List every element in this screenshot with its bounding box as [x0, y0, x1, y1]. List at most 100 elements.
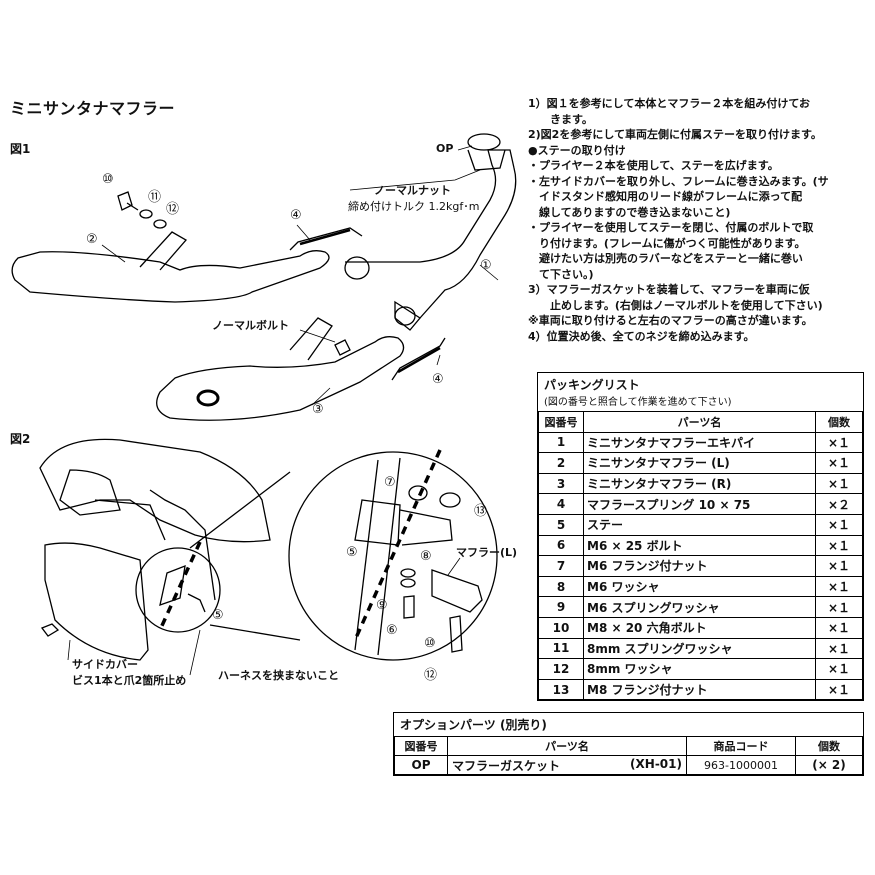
- cell-qty: ×１: [815, 678, 863, 701]
- cell-name: 8mm ワッシャ: [583, 658, 816, 680]
- cell-no: 9: [538, 596, 584, 618]
- cell-name: M6 × 25 ボルト: [583, 534, 816, 557]
- column-header: 商品コード: [686, 736, 796, 756]
- muffler-l-drawing: [11, 250, 330, 303]
- cell-no: 10: [538, 616, 584, 639]
- part-number: ⑩: [424, 636, 436, 651]
- option-table: 図番号 パーツ名 商品コード 個数 OP マフラーガスケット (XH-01) 9…: [394, 736, 863, 775]
- cell-no: 8: [538, 575, 584, 598]
- cell-no: 6: [538, 534, 584, 557]
- fig1-label: 図1: [10, 142, 31, 156]
- part-number: ⑫: [166, 202, 180, 217]
- instruction-line: 3）マフラーガスケットを装着して、マフラーを車両に仮: [528, 283, 810, 296]
- part-number: ⑤: [212, 608, 224, 623]
- part-number: ⑦: [384, 475, 396, 490]
- part-number: ⑫: [424, 668, 438, 683]
- column-header: 個数: [795, 736, 863, 756]
- cell-name: M6 スプリングワッシャ: [583, 596, 816, 618]
- cell-name: M6 ワッシャ: [583, 575, 816, 598]
- bolt-10-drawing: [117, 191, 133, 211]
- instruction-line: ・プライヤーを使用してステーを閉じ、付属のボルトで取: [528, 221, 814, 234]
- cell-no: 1: [538, 431, 584, 454]
- table-header-row: 図番号 パーツ名 商品コード 個数: [394, 736, 863, 756]
- cell-name: 8mm スプリングワッシャ: [583, 637, 816, 660]
- instruction-line: ●ステーの取り付け: [528, 143, 626, 157]
- part-number: ①: [480, 258, 492, 273]
- cell-name: ステー: [583, 513, 816, 536]
- instruction-line: イドスタンド感知用のリード線がフレームに添って配: [528, 190, 803, 203]
- instruction-line: ※車両に取り付けると左右のマフラーの高さが違います。: [528, 314, 813, 327]
- cell-qty: ×１: [815, 575, 863, 598]
- table-header-row: 図番号 パーツ名 個数: [538, 411, 863, 433]
- instruction-line: 1）図１を参考にして本体とマフラー２本を組み付けてお: [528, 97, 810, 110]
- cell-name: M6 フランジ付ナット: [583, 555, 816, 577]
- muffler-r-drawing: [156, 336, 405, 421]
- cell-qty: ×１: [815, 555, 863, 577]
- instruction-line: きます。: [528, 112, 593, 126]
- cell-name: ミニサンタナマフラー (L): [583, 452, 816, 474]
- fig2-label: 図2: [10, 432, 31, 446]
- instruction-line: 線してありますので巻き込まないこと): [528, 205, 731, 219]
- exhaust-pipe-drawing: [345, 149, 517, 319]
- part-number: ②: [86, 232, 98, 247]
- gasket-drawing: [467, 133, 501, 151]
- cell-qty: ×１: [815, 472, 863, 495]
- part-number: ⑬: [474, 504, 488, 519]
- cell-name: ミニサンタナマフラーエキパイ: [583, 431, 816, 454]
- normal-bolt-label: ノーマルボルト: [212, 319, 289, 332]
- cell-no: 12: [538, 658, 584, 680]
- cell-name: マフラーガスケット (XH-01): [447, 755, 687, 775]
- cell-qty: ×１: [815, 513, 863, 536]
- cell-qty: ×１: [815, 452, 863, 474]
- cell-qty: ×１: [815, 596, 863, 618]
- instruction-line: 止めします。(右側はノーマルボルトを使用して下さい): [528, 298, 823, 312]
- cell-qty: ×１: [815, 534, 863, 557]
- cell-qty: ×１: [815, 637, 863, 660]
- cell-name: マフラースプリング 10 × 75: [583, 493, 816, 515]
- part-number: ⑩: [102, 172, 114, 187]
- cell-no: 4: [538, 493, 584, 515]
- packing-list-title: パッキングリスト: [544, 378, 640, 392]
- cell-no: 3: [538, 472, 584, 495]
- cell-no: OP: [394, 755, 448, 775]
- op-label: OP: [436, 142, 454, 155]
- side-cover-note: ビス1本と爪2箇所止め: [72, 674, 187, 687]
- cell-qty: (× 2): [795, 755, 863, 775]
- option-parts-title: オプションパーツ (別売り): [400, 718, 547, 732]
- instructions: 1）図１を参考にして本体とマフラー２本を組み付けてお きます。 2)図2を参考に…: [528, 96, 868, 344]
- part-number: ⑥: [386, 623, 398, 638]
- harness-label: ハーネスを挟まないこと: [218, 669, 339, 682]
- instruction-line: り付けます。(フレームに傷がつく可能性があります。: [528, 236, 806, 250]
- cell-code: 963-1000001: [686, 755, 796, 775]
- option-part-name: マフラーガスケット: [452, 758, 561, 773]
- table-row: OP マフラーガスケット (XH-01) 963-1000001 (× 2): [394, 755, 863, 775]
- part-number: ④: [290, 208, 302, 223]
- option-parts: オプションパーツ (別売り) 図番号 パーツ名 商品コード 個数 OP マフラー…: [393, 712, 864, 776]
- part-number: ⑧: [420, 549, 432, 564]
- cell-qty: ×１: [815, 658, 863, 680]
- part-number: ③: [312, 402, 324, 417]
- cell-no: 5: [538, 513, 584, 536]
- cell-name: ミニサンタナマフラー (R): [583, 472, 816, 495]
- column-header: パーツ名: [447, 736, 687, 756]
- cell-qty: ×１: [815, 616, 863, 639]
- muffler-l-label: マフラー(L): [456, 546, 518, 559]
- column-header: 個数: [815, 411, 863, 433]
- part-number: ⑪: [148, 190, 162, 205]
- normal-nut-label: ノーマルナット: [374, 184, 451, 197]
- part-number: ④: [432, 372, 444, 387]
- column-header: 図番号: [538, 411, 584, 433]
- cell-no: 13: [538, 678, 584, 701]
- instruction-line: 避けたい方は別売のラバーなどをステーと一緒に巻い: [528, 252, 803, 265]
